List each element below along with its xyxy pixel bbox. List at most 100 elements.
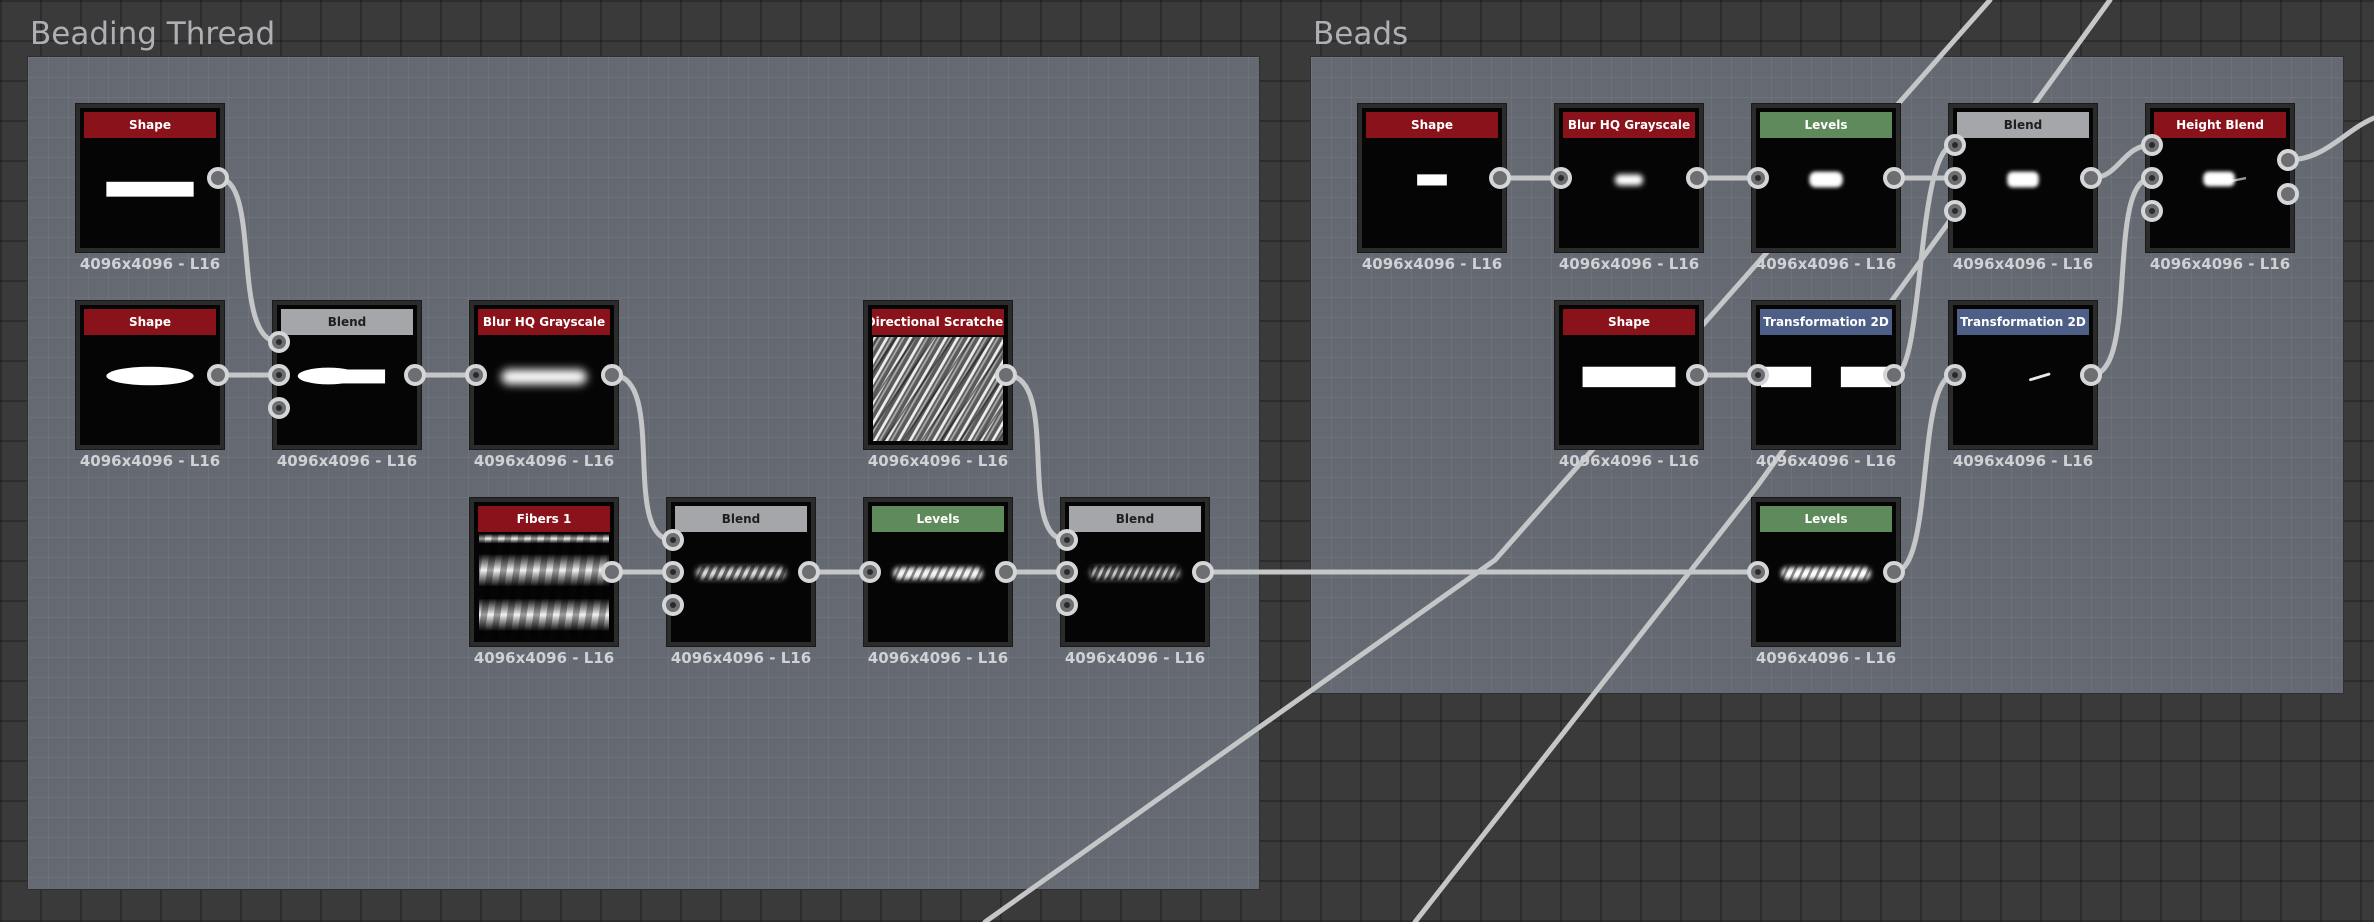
- input-port[interactable]: [2141, 134, 2163, 156]
- output-port[interactable]: [1686, 364, 1708, 386]
- node-thumbnail: [2154, 140, 2286, 244]
- input-port[interactable]: [1056, 561, 1078, 583]
- wire: [2285, 115, 2374, 163]
- input-port[interactable]: [859, 561, 881, 583]
- output-port[interactable]: [601, 561, 623, 583]
- node-resolution: 4096x4096 - L16: [1952, 255, 2094, 273]
- input-port[interactable]: [662, 529, 684, 551]
- input-port[interactable]: [662, 594, 684, 616]
- node-bead-blur[interactable]: Blur HQ Grayscale: [1555, 104, 1703, 252]
- node-resolution: 4096x4096 - L16: [473, 452, 615, 470]
- node-resolution: 4096x4096 - L16: [867, 649, 1009, 667]
- node-title: Directional Scratches: [872, 309, 1004, 335]
- wire: [1891, 372, 1958, 575]
- node-resolution: 4096x4096 - L16: [1558, 255, 1700, 273]
- node-shape-ellipse[interactable]: Shape: [76, 301, 224, 449]
- output-port[interactable]: [2080, 167, 2102, 189]
- node-thumbnail: [675, 534, 807, 638]
- node-title: Shape: [1366, 112, 1498, 138]
- node-blend-1[interactable]: Blend: [273, 301, 421, 449]
- node-resolution: 4096x4096 - L16: [1755, 649, 1897, 667]
- node-bead-levels[interactable]: Levels: [1752, 104, 1900, 252]
- node-resolution: 4096x4096 - L16: [1558, 452, 1700, 470]
- input-port[interactable]: [1056, 594, 1078, 616]
- input-port[interactable]: [1747, 561, 1769, 583]
- output-port[interactable]: [404, 364, 426, 386]
- frame-title-beading-thread: Beading Thread: [30, 16, 276, 52]
- output-port[interactable]: [1192, 561, 1214, 583]
- node-title: Fibers 1: [478, 506, 610, 532]
- node-title: Blur HQ Grayscale: [478, 309, 610, 335]
- input-port[interactable]: [1944, 134, 1966, 156]
- node-bead-shape[interactable]: Shape: [1358, 104, 1506, 252]
- output-port[interactable]: [2080, 364, 2102, 386]
- node-blend-3[interactable]: Blend: [1061, 498, 1209, 646]
- output-port[interactable]: [995, 561, 1017, 583]
- node-resolution: 4096x4096 - L16: [473, 649, 615, 667]
- output-port[interactable]: [1489, 167, 1511, 189]
- node-resolution: 4096x4096 - L16: [1952, 452, 2094, 470]
- node-resolution: 4096x4096 - L16: [867, 452, 1009, 470]
- node-title: Shape: [84, 112, 216, 138]
- node-bead-blend[interactable]: Blend: [1949, 104, 2097, 252]
- node-title: Blend: [675, 506, 807, 532]
- input-port[interactable]: [1944, 364, 1966, 386]
- node-thumbnail: [1957, 337, 2089, 441]
- output-port[interactable]: [1883, 167, 1905, 189]
- input-port[interactable]: [2141, 200, 2163, 222]
- node-thumbnail: [478, 337, 610, 441]
- output-port[interactable]: [1883, 561, 1905, 583]
- node-blend-2[interactable]: Blend: [667, 498, 815, 646]
- node-resolution: 4096x4096 - L16: [1361, 255, 1503, 273]
- node-title: Shape: [1563, 309, 1695, 335]
- output-port[interactable]: [1883, 364, 1905, 386]
- output-port[interactable]: [207, 364, 229, 386]
- input-port[interactable]: [1944, 200, 1966, 222]
- output-port[interactable]: [2277, 149, 2299, 171]
- node-shape-rect[interactable]: Shape: [76, 104, 224, 252]
- node-title: Shape: [84, 309, 216, 335]
- input-port[interactable]: [1944, 167, 1966, 189]
- wire: [2088, 175, 2155, 378]
- node-thumbnail: [872, 534, 1004, 638]
- output-port[interactable]: [207, 167, 229, 189]
- node-resolution: 4096x4096 - L16: [79, 452, 221, 470]
- node-levels-1[interactable]: Levels: [864, 498, 1012, 646]
- input-port[interactable]: [1747, 167, 1769, 189]
- input-port[interactable]: [268, 331, 290, 353]
- output-port[interactable]: [995, 364, 1017, 386]
- output-port[interactable]: [601, 364, 623, 386]
- node-thumbnail: [1760, 337, 1892, 441]
- node-levels-2[interactable]: Levels: [1752, 498, 1900, 646]
- node-mask-shape[interactable]: Shape: [1555, 301, 1703, 449]
- node-thumbnail: [1069, 534, 1201, 638]
- node-directional-scratches[interactable]: Directional Scratches: [864, 301, 1012, 449]
- wire: [609, 372, 676, 543]
- node-fibers[interactable]: Fibers 1: [470, 498, 618, 646]
- input-port[interactable]: [2141, 167, 2163, 189]
- node-transformation-2d-1[interactable]: Transformation 2D: [1752, 301, 1900, 449]
- input-port[interactable]: [662, 561, 684, 583]
- node-height-blend[interactable]: Height Blend: [2146, 104, 2294, 252]
- node-transformation-2d-2[interactable]: Transformation 2D: [1949, 301, 2097, 449]
- input-port[interactable]: [268, 397, 290, 419]
- node-blur-hq-grayscale[interactable]: Blur HQ Grayscale: [470, 301, 618, 449]
- node-title: Blur HQ Grayscale: [1563, 112, 1695, 138]
- node-resolution: 4096x4096 - L16: [276, 452, 418, 470]
- output-port[interactable]: [1686, 167, 1708, 189]
- node-thumbnail: [1760, 140, 1892, 244]
- input-port[interactable]: [1747, 364, 1769, 386]
- node-title: Levels: [872, 506, 1004, 532]
- input-port[interactable]: [1056, 529, 1078, 551]
- node-thumbnail: [281, 337, 413, 441]
- input-port[interactable]: [1550, 167, 1572, 189]
- node-thumbnail: [1366, 140, 1498, 244]
- node-title: Blend: [1957, 112, 2089, 138]
- node-thumbnail: [1760, 534, 1892, 638]
- node-resolution: 4096x4096 - L16: [1755, 255, 1897, 273]
- node-thumbnail: [1957, 140, 2089, 244]
- input-port[interactable]: [465, 364, 487, 386]
- input-port[interactable]: [268, 364, 290, 386]
- output-port[interactable]: [2277, 183, 2299, 205]
- output-port[interactable]: [798, 561, 820, 583]
